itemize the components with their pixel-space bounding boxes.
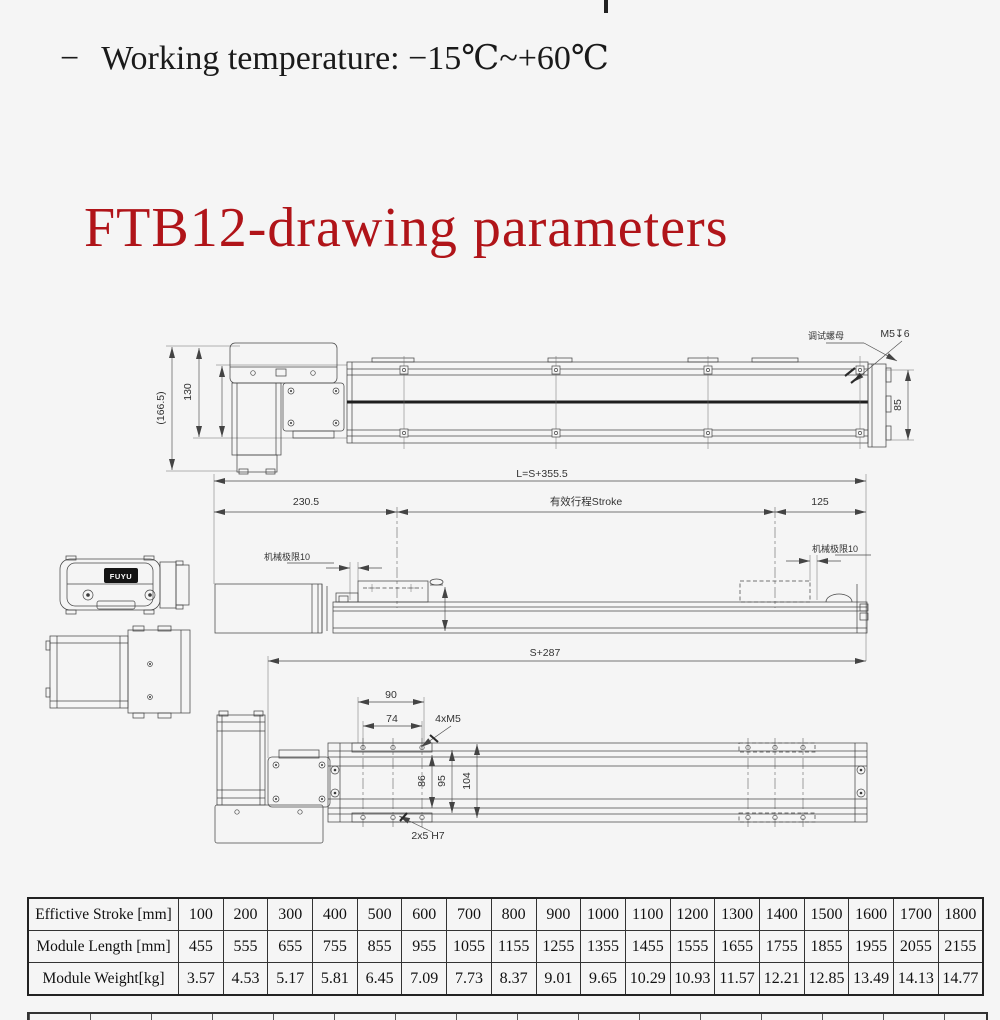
table-cell: 1300 — [714, 897, 760, 931]
row-header: Module Weight[kg] — [27, 962, 179, 996]
dim-total-length: L=S+355.5 — [516, 468, 568, 480]
table-cell: 1655 — [714, 930, 760, 963]
bullet-marker: − — [60, 40, 80, 77]
table-cell: 5.81 — [312, 962, 358, 996]
dim-motor-end: 230.5 — [293, 496, 319, 508]
dim-motor-height: 130 — [182, 383, 194, 401]
table-cell: 14.13 — [893, 962, 939, 996]
table-cell: 12.21 — [758, 962, 805, 996]
table-cell: 7.73 — [446, 962, 492, 996]
table-cell: 1200 — [669, 897, 716, 931]
table-cell: 1855 — [803, 930, 850, 963]
table-cell: 2155 — [937, 930, 984, 963]
table-cell: 1800 — [937, 897, 984, 931]
table-cell: 1000 — [580, 897, 626, 931]
table-cell: 2055 — [893, 930, 939, 963]
table-cell: 100 — [178, 897, 224, 931]
motor-side-view — [45, 625, 191, 719]
table-cell: 1155 — [490, 930, 537, 963]
table-cell: 655 — [267, 930, 314, 963]
dim-mount-holes: 4xM5 — [435, 713, 461, 725]
table-cell: 10.29 — [624, 962, 671, 996]
table-cell: 1355 — [580, 930, 626, 963]
table-cell: 955 — [401, 930, 448, 963]
bullet-item: −Working temperature: −15℃~+60℃ — [60, 38, 609, 78]
table-cell: 11.57 — [714, 962, 760, 996]
table-cell: 1500 — [803, 897, 850, 931]
dim-rail-width: 85 — [892, 399, 904, 411]
table-cell: 1600 — [848, 897, 894, 931]
table-cell: 555 — [222, 930, 269, 963]
table-cell: 1455 — [624, 930, 671, 963]
table-cell: 855 — [356, 930, 403, 963]
table-cell: 9.01 — [535, 962, 582, 996]
table-cell: 9.65 — [580, 962, 626, 996]
dim-carriage-width: 90 — [385, 689, 397, 701]
row-header: Effictive Stroke [mm] — [27, 897, 179, 931]
dim-cn-note: 调试螺母 — [808, 330, 844, 341]
table-cell: 755 — [312, 930, 358, 963]
table-cell: 900 — [535, 897, 582, 931]
dim-overall-height: (166.5) — [155, 391, 167, 424]
table-cell: 6.45 — [356, 962, 403, 996]
table-cell: 200 — [222, 897, 269, 931]
dim-width-3: 104 — [461, 772, 473, 790]
dim-pin-holes: 2x5 H7 — [411, 830, 444, 842]
dim-stroke: 有效行程Stroke — [550, 495, 623, 508]
table-cell: 500 — [356, 897, 403, 931]
plan-view: S+287 90 74 4xM5 — [214, 647, 868, 844]
motor-top-view: FUYU — [59, 555, 190, 615]
row-header: Module Length [mm] — [27, 930, 179, 963]
dim-width-2: 95 — [436, 775, 448, 787]
rail-section-lines — [399, 356, 865, 449]
dim-body-length: S+287 — [530, 647, 561, 659]
dim-idle-end: 125 — [811, 496, 829, 508]
working-temperature-text: Working temperature: −15℃~+60℃ — [101, 40, 609, 77]
table-cell: 1955 — [848, 930, 894, 963]
dim-mech-limit-left: 机械极限10 — [264, 551, 310, 562]
table-cell: 300 — [267, 897, 314, 931]
table-cell: 600 — [401, 897, 448, 931]
table-cell: 455 — [178, 930, 224, 963]
table-cell: 10.93 — [669, 962, 716, 996]
table-cell: 1755 — [758, 930, 805, 963]
table-cell: 13.49 — [848, 962, 894, 996]
dim-hole-span: 74 — [386, 713, 398, 725]
table-cell: 1255 — [535, 930, 582, 963]
table-cell: 14.77 — [937, 962, 984, 996]
next-table-fragment — [27, 1012, 988, 1020]
table-cell: 5.17 — [267, 962, 314, 996]
table-cell: 1055 — [446, 930, 492, 963]
table-cell: 7.09 — [401, 962, 448, 996]
table-cell: 700 — [446, 897, 492, 931]
side-view — [214, 578, 869, 634]
table-cell: 400 — [312, 897, 358, 931]
table-cell: 1100 — [624, 897, 671, 931]
table-cell: 1400 — [758, 897, 805, 931]
top-view: (166.5) 130 — [155, 328, 914, 475]
table-cell: 8.37 — [490, 962, 537, 996]
length-dimensions: L=S+355.5 230.5 有效行程Stroke 125 机械极限10 机械… — [213, 468, 871, 661]
table-cell: 12.85 — [803, 962, 850, 996]
cropped-text-fragment — [604, 0, 608, 13]
page-title: FTB12-drawing parameters — [84, 197, 729, 259]
table-cell: 4.53 — [222, 962, 269, 996]
table-cell: 1700 — [893, 897, 939, 931]
dim-thread-note: M5↧6 — [880, 328, 909, 340]
table-cell: 1555 — [669, 930, 716, 963]
brand-logo: FUYU — [110, 572, 132, 581]
dim-width-1: 86 — [416, 775, 428, 787]
engineering-drawing: (166.5) 130 — [45, 328, 914, 844]
dim-mech-limit-right: 机械极限10 — [812, 543, 858, 554]
table-cell: 800 — [490, 897, 537, 931]
table-cell: 3.57 — [178, 962, 224, 996]
